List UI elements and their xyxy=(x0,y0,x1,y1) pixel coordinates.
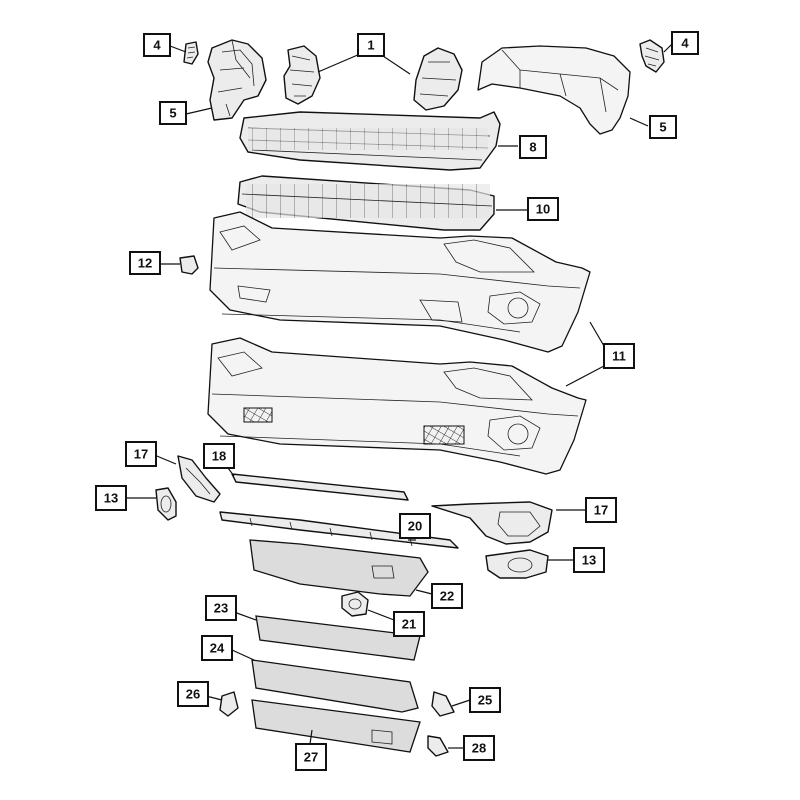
svg-text:17: 17 xyxy=(594,503,608,518)
part-28-clip xyxy=(427,735,449,757)
part-18-trim-strip xyxy=(231,473,409,501)
svg-text:17: 17 xyxy=(134,447,148,462)
svg-text:13: 13 xyxy=(104,491,118,506)
svg-text:10: 10 xyxy=(536,202,550,217)
callout-5-right: 5 xyxy=(649,115,677,139)
callout-12: 12 xyxy=(129,251,161,275)
leader-lines xyxy=(126,43,673,749)
part-8-reinforcement-beam xyxy=(239,111,501,171)
part-23-grille xyxy=(255,615,421,661)
svg-text:13: 13 xyxy=(582,553,596,568)
callout-17-right: 17 xyxy=(585,497,617,523)
part-11-lower-fascia xyxy=(207,337,587,475)
svg-text:27: 27 xyxy=(304,750,318,765)
part-13-right-fog-bezel xyxy=(485,549,549,579)
part-26-clip xyxy=(219,691,239,717)
callout-27: 27 xyxy=(295,743,327,771)
part-13-left-fog-bezel xyxy=(155,487,177,521)
part-17-left-bezel xyxy=(177,455,221,503)
callout-13-right: 13 xyxy=(573,547,605,573)
part-12-plug xyxy=(179,255,199,275)
svg-text:21: 21 xyxy=(402,617,416,632)
part-4-left-clip xyxy=(183,41,199,65)
svg-text:11: 11 xyxy=(612,349,626,364)
callout-22: 22 xyxy=(431,583,463,609)
part-17-right-bezel xyxy=(431,501,553,545)
callout-28: 28 xyxy=(463,735,495,761)
part-10-energy-absorber xyxy=(237,175,495,231)
svg-text:12: 12 xyxy=(138,256,152,271)
callout-11: 11 xyxy=(603,343,635,369)
callout-5-left: 5 xyxy=(159,101,187,125)
svg-text:24: 24 xyxy=(210,641,225,656)
part-22-lower-grille xyxy=(249,539,429,597)
callout-1: 1 xyxy=(357,33,385,57)
callout-17-left: 17 xyxy=(125,441,157,467)
part-21-fog-ring xyxy=(341,591,369,617)
svg-text:25: 25 xyxy=(478,693,492,708)
callout-10: 10 xyxy=(527,197,559,221)
svg-text:20: 20 xyxy=(408,519,422,534)
part-27-grille xyxy=(251,699,421,753)
callout-23: 23 xyxy=(205,595,237,621)
part-20-lower-strip xyxy=(219,511,459,549)
callout-25: 25 xyxy=(469,687,501,713)
svg-text:5: 5 xyxy=(659,120,666,135)
svg-text:4: 4 xyxy=(681,36,689,51)
svg-text:26: 26 xyxy=(186,687,200,702)
callout-20: 20 xyxy=(399,513,431,539)
svg-text:23: 23 xyxy=(214,601,228,616)
part-1-right-bracket xyxy=(413,47,463,111)
callout-21: 21 xyxy=(393,611,425,637)
callout-13-left: 13 xyxy=(95,485,127,511)
part-24-grille xyxy=(251,659,419,713)
callout-4-right: 4 xyxy=(671,31,699,55)
callout-24: 24 xyxy=(201,635,233,661)
callout-8: 8 xyxy=(519,135,547,159)
callout-18: 18 xyxy=(203,443,235,469)
part-5-left-bracket xyxy=(207,39,267,121)
svg-text:22: 22 xyxy=(440,589,454,604)
svg-text:5: 5 xyxy=(169,106,176,121)
svg-text:8: 8 xyxy=(529,140,536,155)
svg-text:28: 28 xyxy=(472,741,486,756)
callout-26: 26 xyxy=(177,681,209,707)
part-5-right-fascia-end xyxy=(477,45,631,135)
part-25-clip xyxy=(431,691,455,717)
svg-text:18: 18 xyxy=(212,449,226,464)
callout-4-left: 4 xyxy=(143,33,171,57)
svg-text:1: 1 xyxy=(367,38,374,53)
part-1-left-bracket xyxy=(283,45,321,105)
part-11-upper-fascia xyxy=(209,211,591,353)
svg-text:4: 4 xyxy=(153,38,161,53)
part-4-right-clip xyxy=(639,39,665,73)
